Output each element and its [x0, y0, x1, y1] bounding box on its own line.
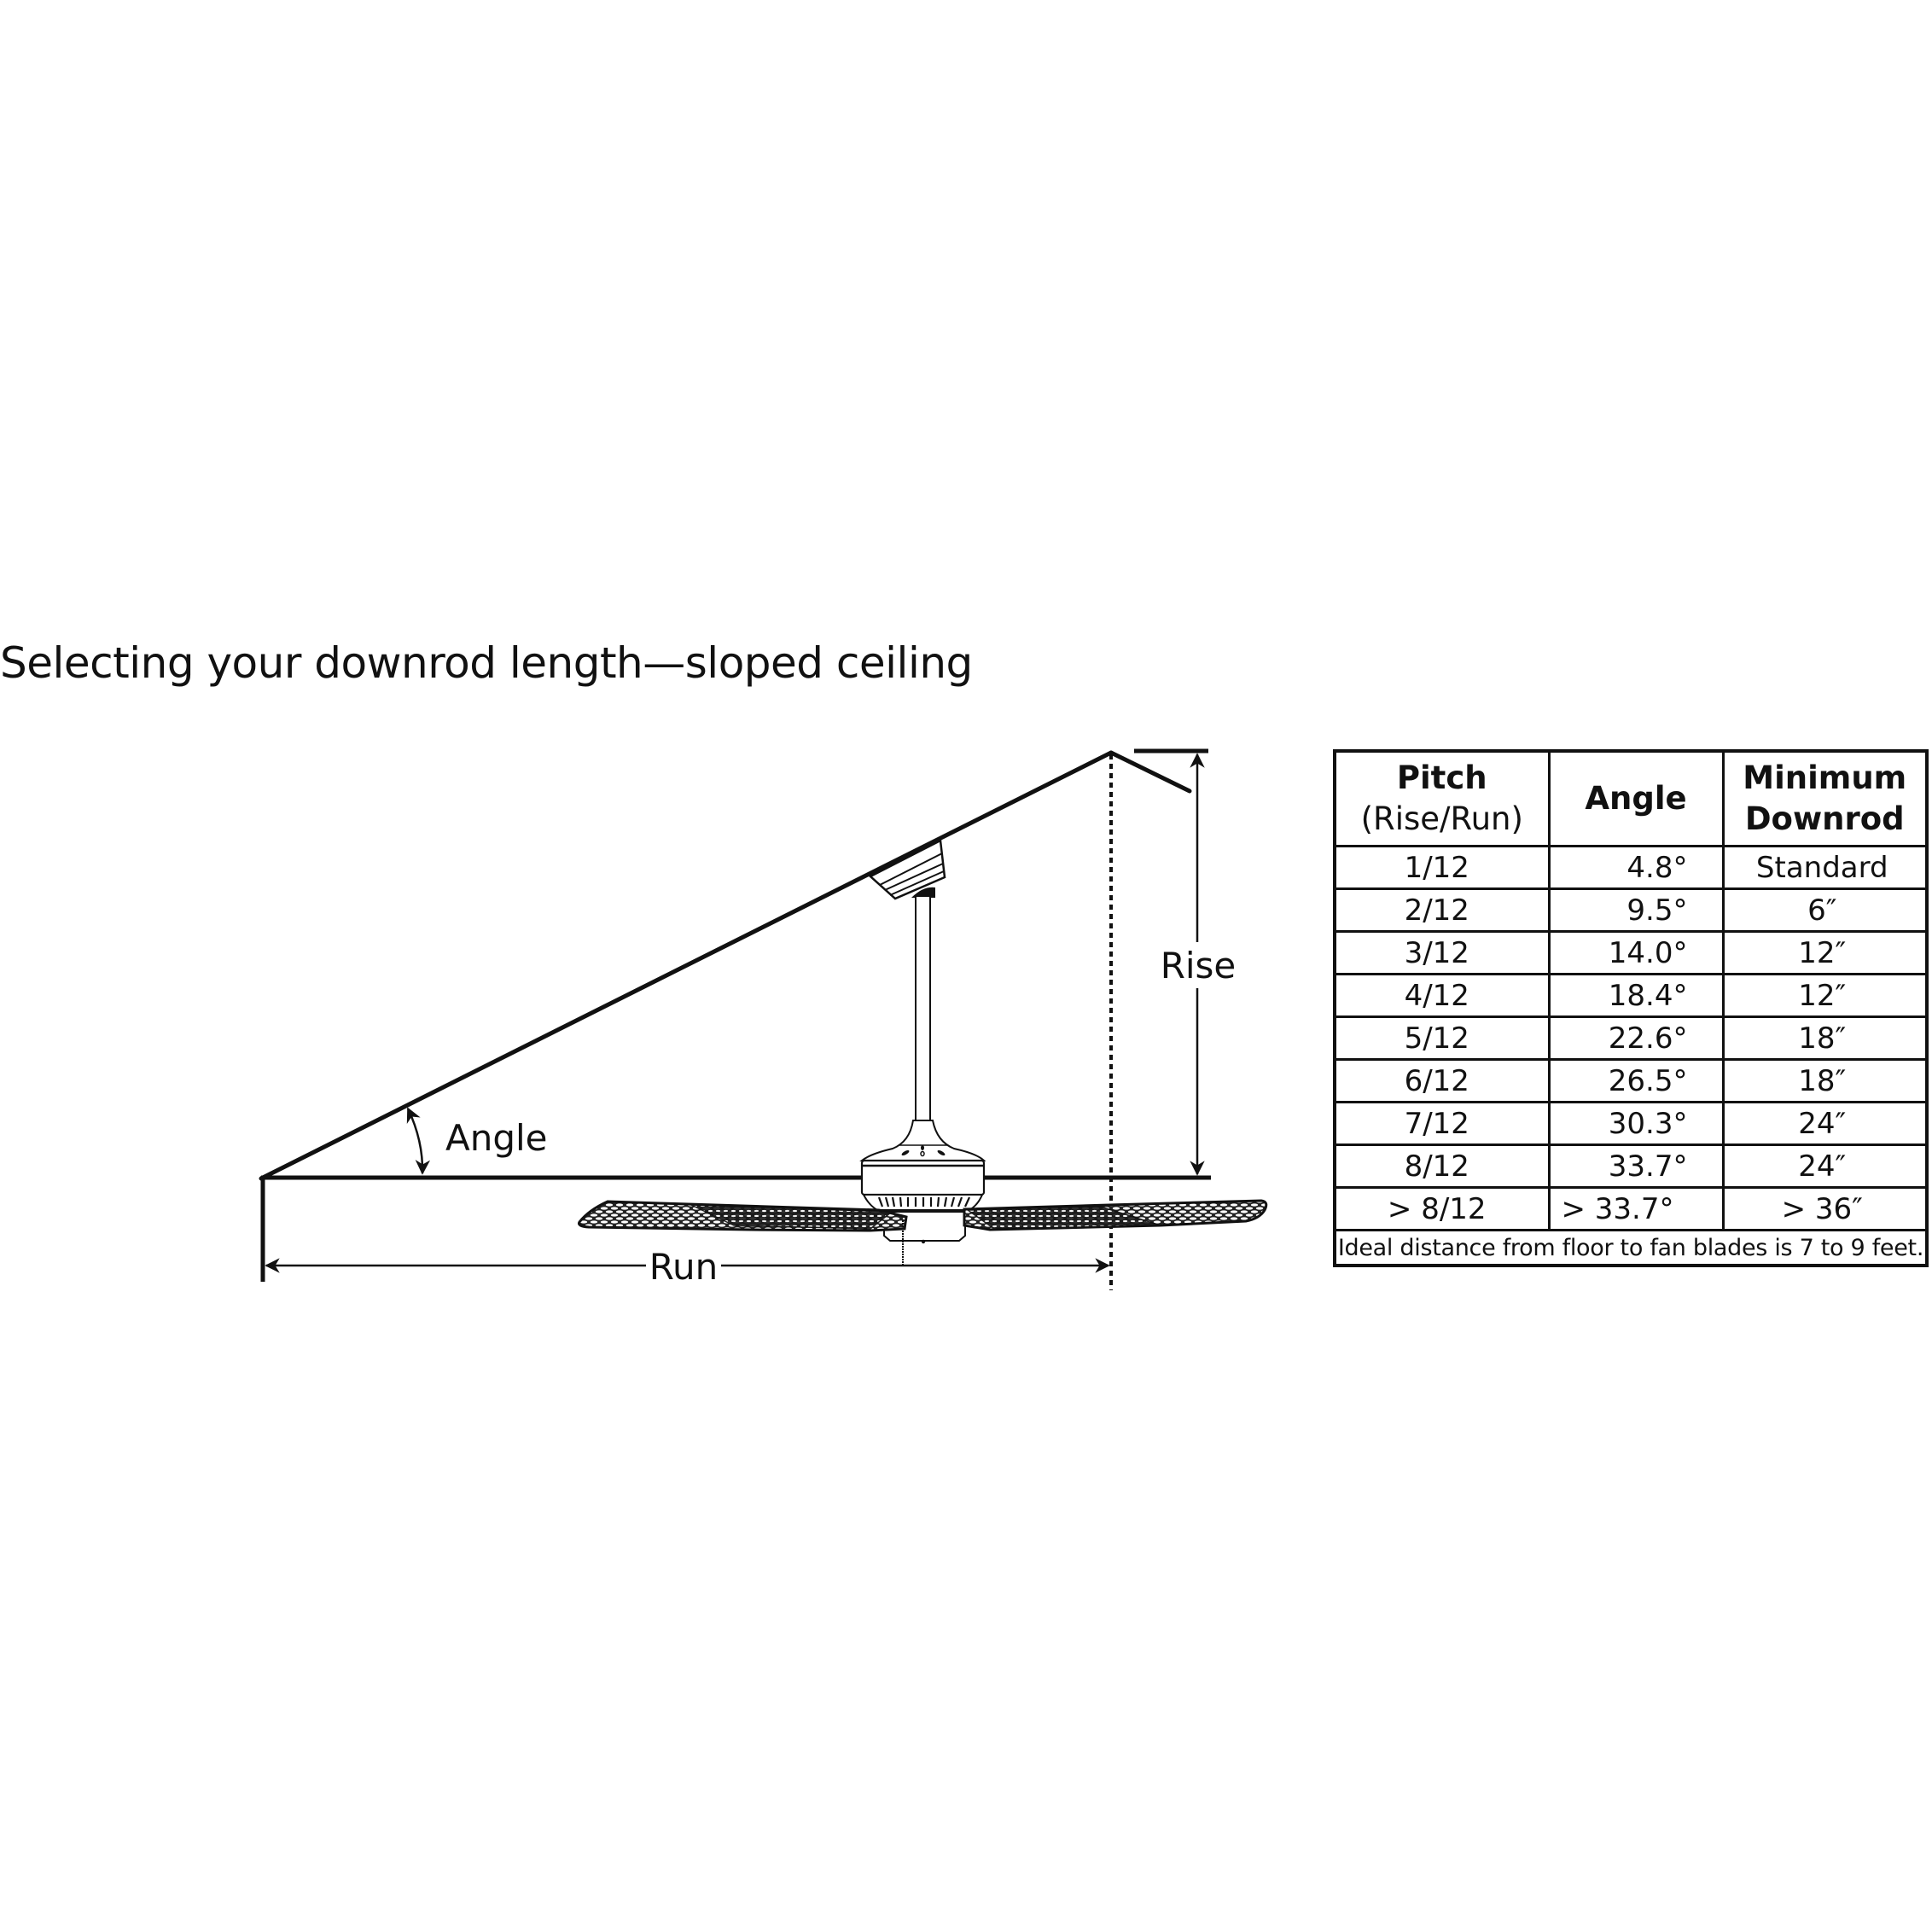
- header-pitch: Pitch (Rise/Run): [1333, 749, 1551, 847]
- downrod-cell: > 36″: [1721, 1186, 1929, 1231]
- table-row: 6/12 26.5° 18″: [1333, 1058, 1929, 1103]
- angle-cell: 30.3°: [1547, 1101, 1725, 1146]
- run-dimension: Run: [265, 1246, 1110, 1288]
- page-title: Selecting your downrod length—sloped cei…: [0, 638, 973, 688]
- header-downrod: Minimum Downrod: [1721, 749, 1929, 847]
- pitch-cell: 4/12: [1333, 973, 1551, 1018]
- header-downrod-line1: Minimum: [1743, 759, 1907, 796]
- downrod-cell: 12″: [1721, 930, 1929, 975]
- fan-canopy: [868, 839, 946, 900]
- angle-cell: 4.8°: [1547, 845, 1725, 890]
- downrod-cell: 18″: [1721, 1015, 1929, 1061]
- downrod-cell: 12″: [1721, 973, 1929, 1018]
- angle-label: Angle: [445, 1117, 548, 1159]
- angle-cell: 33.7°: [1547, 1143, 1725, 1189]
- angle-cell: 22.6°: [1547, 1015, 1725, 1061]
- fan-downrod: [915, 895, 931, 1122]
- downrod-cell: 24″: [1721, 1143, 1929, 1189]
- downrod-cell: 18″: [1721, 1058, 1929, 1103]
- table-row: 5/12 22.6° 18″: [1333, 1015, 1929, 1061]
- fan-motor-collar: [859, 1120, 986, 1161]
- pitch-cell: 1/12: [1333, 845, 1551, 890]
- header-angle: Angle: [1547, 749, 1725, 847]
- rise-dimension: Rise: [1161, 753, 1237, 1176]
- table-row: > 8/12 > 33.7° > 36″: [1333, 1186, 1929, 1231]
- angle-indicator: Angle: [406, 1107, 548, 1175]
- angle-cell: 18.4°: [1547, 973, 1725, 1018]
- table-footnote: Ideal distance from floor to fan blades …: [1333, 1229, 1929, 1267]
- angle-cell: 9.5°: [1547, 887, 1725, 933]
- header-pitch-line2: (Rise/Run): [1360, 800, 1523, 837]
- roof-slope-line: [259, 750, 1192, 1181]
- angle-cell: 26.5°: [1547, 1058, 1725, 1103]
- run-label: Run: [649, 1246, 719, 1288]
- table-header-row: Pitch (Rise/Run) Angle Minimum Downrod: [1333, 749, 1929, 847]
- angle-cell: > 33.7°: [1547, 1186, 1725, 1231]
- table-row: 7/12 30.3° 24″: [1333, 1101, 1929, 1146]
- angle-cell: 14.0°: [1547, 930, 1725, 975]
- downrod-cell: Standard: [1721, 845, 1929, 890]
- rise-label: Rise: [1161, 945, 1237, 986]
- header-downrod-line2: Downrod: [1744, 800, 1905, 837]
- pitch-cell: 6/12: [1333, 1058, 1551, 1103]
- pitch-cell: 3/12: [1333, 930, 1551, 975]
- downrod-cell: 6″: [1721, 887, 1929, 933]
- table-row: 8/12 33.7° 24″: [1333, 1143, 1929, 1189]
- pitch-cell: 2/12: [1333, 887, 1551, 933]
- pitch-downrod-table: Pitch (Rise/Run) Angle Minimum Downrod 1…: [1333, 749, 1929, 1267]
- table-row: 2/12 9.5° 6″: [1333, 887, 1929, 933]
- table-row: 4/12 18.4° 12″: [1333, 973, 1929, 1018]
- downrod-cell: 24″: [1721, 1101, 1929, 1146]
- pitch-cell: 5/12: [1333, 1015, 1551, 1061]
- table-row: 3/12 14.0° 12″: [1333, 930, 1929, 975]
- sloped-ceiling-diagram: Rise Run Angle: [259, 748, 1268, 1290]
- pitch-cell: > 8/12: [1333, 1186, 1551, 1231]
- pitch-cell: 7/12: [1333, 1101, 1551, 1146]
- header-pitch-line1: Pitch: [1396, 759, 1487, 796]
- ceiling-fan-illustration: [578, 839, 1268, 1266]
- table-footnote-row: Ideal distance from floor to fan blades …: [1333, 1229, 1929, 1267]
- pitch-cell: 8/12: [1333, 1143, 1551, 1189]
- table-row: 1/12 4.8° Standard: [1333, 845, 1929, 890]
